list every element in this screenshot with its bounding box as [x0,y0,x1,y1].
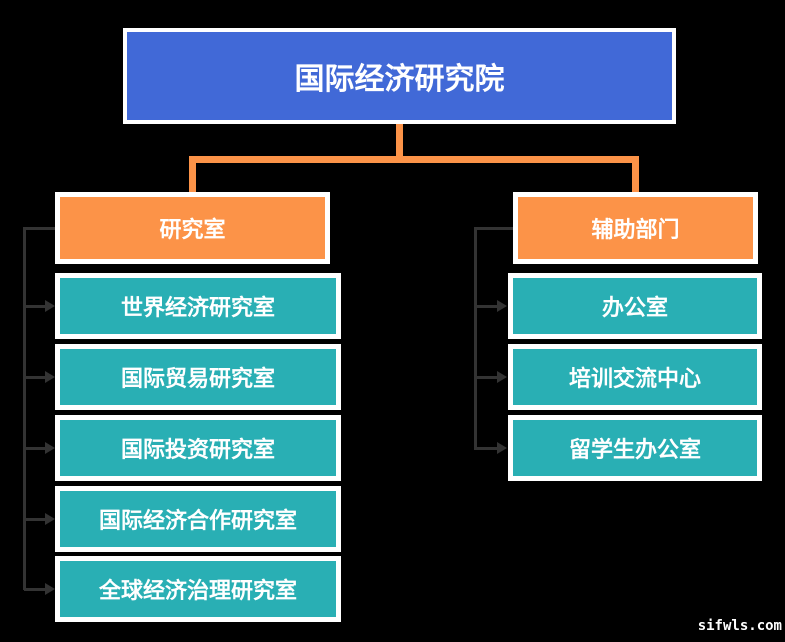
left-rail-stub-connector [23,227,55,230]
branch-header-support-departments: 辅助部门 [513,192,758,264]
child-node-label: 办公室 [601,295,668,320]
left-branch-drop-connector [189,156,196,193]
right-branch-drop-connector [632,156,639,193]
watermark: sifwls.com [697,618,782,634]
arrow-line [24,305,46,308]
arrow-line [474,305,498,308]
child-node-office: 办公室 [508,273,762,339]
child-node-global-economic-governance: 全球经济治理研究室 [55,556,341,622]
trunk-connector [396,123,403,159]
branch-crossbar-connector [189,156,639,163]
branch-header-label: 辅助部门 [591,217,680,242]
arrow-right-icon [45,371,55,383]
arrow-line [474,376,498,379]
child-node-training-exchange-center: 培训交流中心 [508,344,762,410]
arrow-right-icon [45,513,55,525]
child-node-label: 国际投资研究室 [120,437,275,462]
child-node-intl-trade: 国际贸易研究室 [55,344,341,410]
child-node-world-economy: 世界经济研究室 [55,273,341,339]
arrow-line [474,447,498,450]
arrow-right-icon [45,583,55,595]
arrow-right-icon [45,442,55,454]
root-node-label: 国际经济研究院 [294,63,505,96]
arrow-right-icon [45,300,55,312]
branch-header-label: 研究室 [159,217,226,242]
left-rail-connector [23,227,26,590]
right-rail-stub-connector [474,227,513,230]
root-node: 国际经济研究院 [123,28,676,124]
arrow-right-icon [497,371,507,383]
child-node-label: 培训交流中心 [568,366,701,391]
arrow-line [24,376,46,379]
arrow-right-icon [497,300,507,312]
arrow-right-icon [497,442,507,454]
arrow-line [24,588,46,591]
child-node-intl-economic-cooperation: 国际经济合作研究室 [55,486,341,552]
child-node-intl-students-office: 留学生办公室 [508,415,762,481]
child-node-label: 国际贸易研究室 [120,366,275,391]
right-rail-connector [474,227,477,450]
arrow-line [24,518,46,521]
child-node-label: 留学生办公室 [568,437,701,462]
arrow-line [24,447,46,450]
child-node-label: 世界经济研究室 [120,295,275,320]
child-node-label: 国际经济合作研究室 [98,508,297,533]
child-node-label: 全球经济治理研究室 [98,578,297,603]
branch-header-research-offices: 研究室 [55,192,330,264]
child-node-intl-investment: 国际投资研究室 [55,415,341,481]
